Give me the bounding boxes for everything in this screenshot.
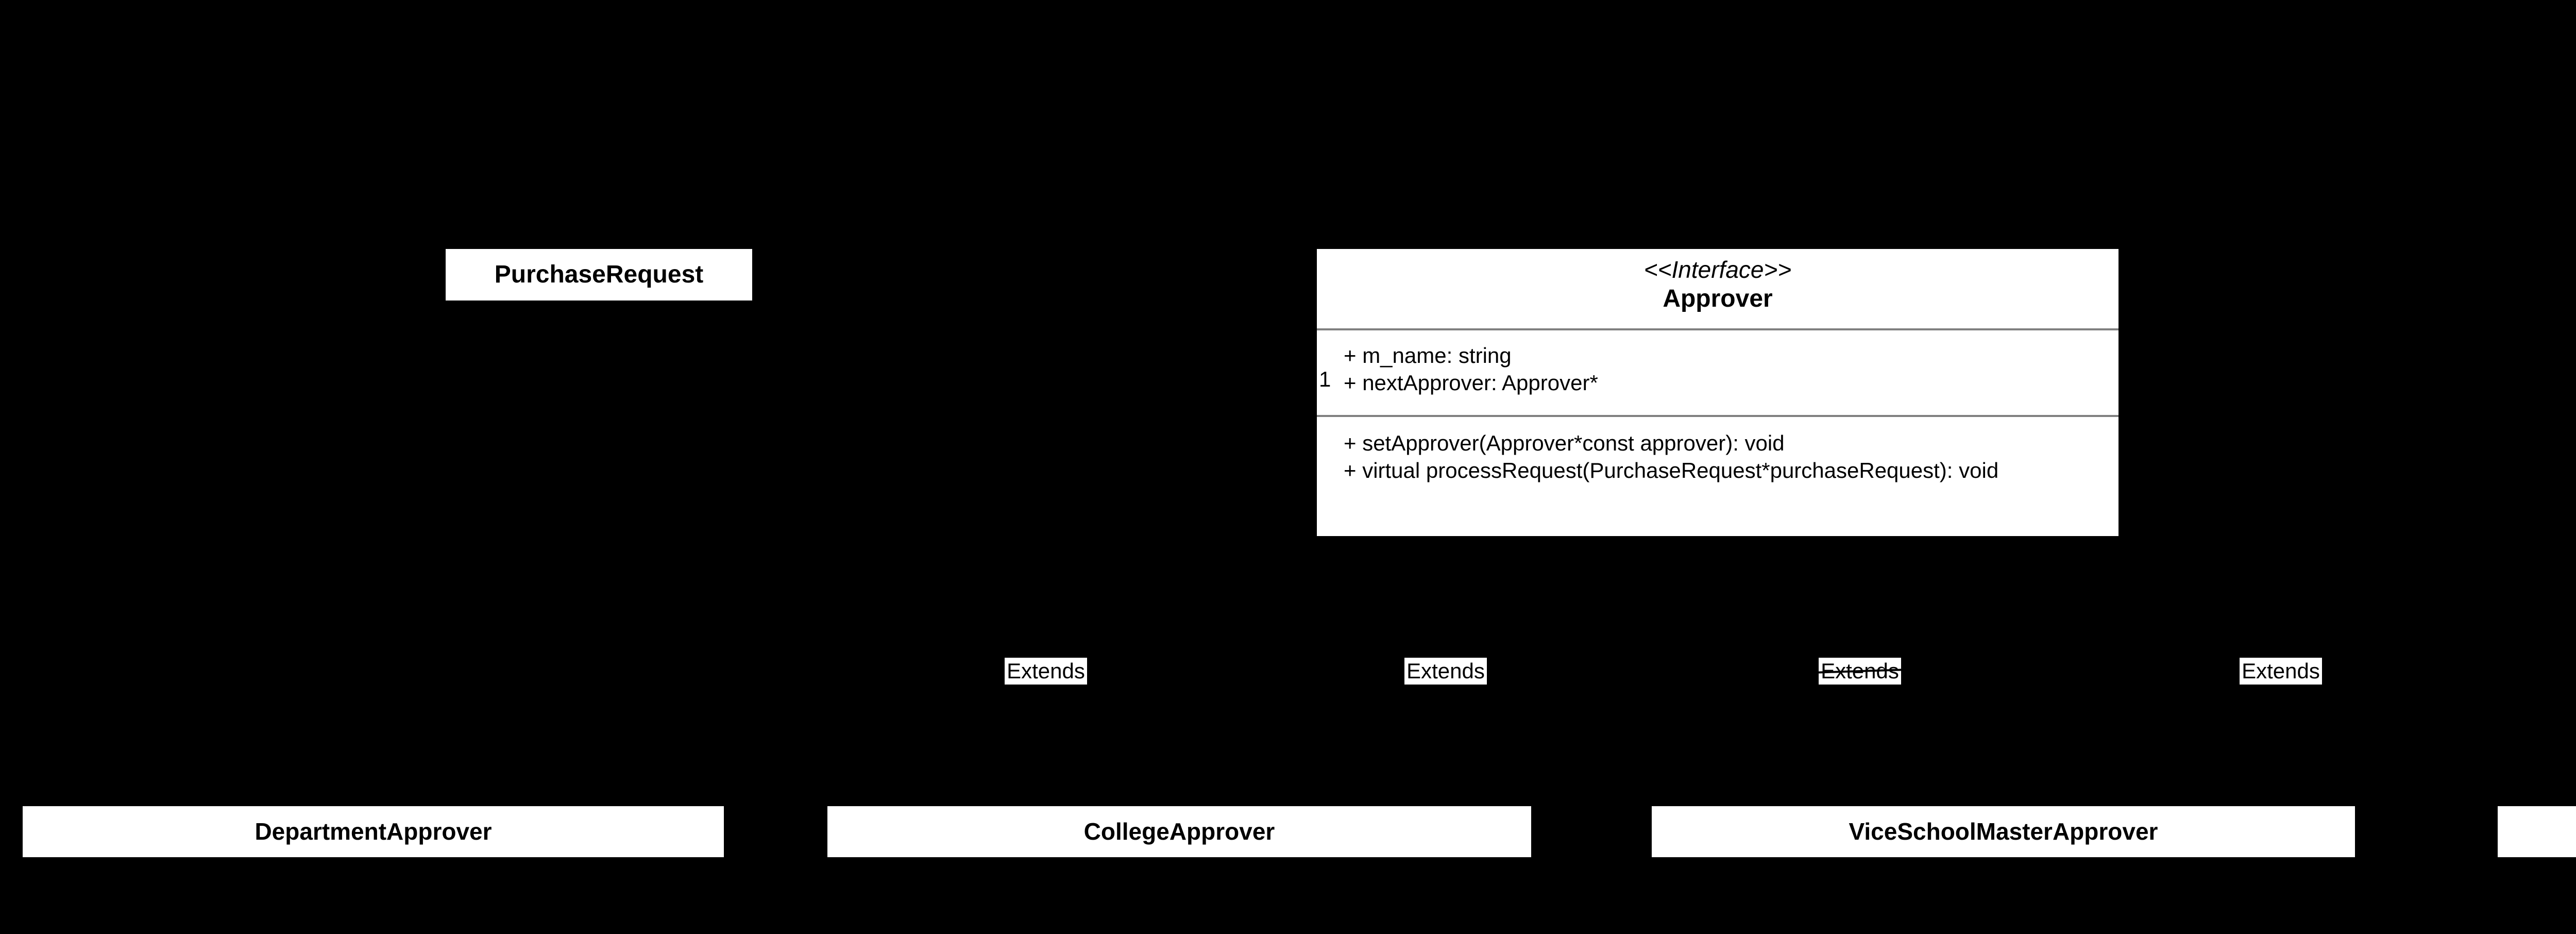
method-line: + virtual processRequest(PurchaseRequest…: [1344, 458, 1999, 482]
extends-label-text: Extends: [1406, 659, 1485, 683]
class-box-purchase-request: PurchaseRequest: [446, 249, 752, 301]
multiplicity-label: 1: [1319, 367, 1331, 391]
class-name-department-approver: DepartmentApprover: [255, 818, 492, 845]
compartment-divider: [1317, 328, 2119, 330]
extends-label: Extends: [1817, 658, 1903, 685]
extends-label-text: Extends: [1007, 659, 1085, 683]
stereotype-label: <<Interface>>: [1643, 256, 1792, 283]
method-line: + setApprover(Approver*const approver): …: [1344, 431, 1785, 455]
class-box-college-approver: CollegeApprover: [827, 806, 1531, 857]
extends-label: Extends: [1404, 658, 1487, 685]
class-box-school-master-approver: SchoolMasterApprover: [2498, 806, 2576, 857]
compartment-divider: [1317, 415, 2119, 417]
interface-name: Approver: [1663, 285, 1773, 312]
class-name-vice-school-master-approver: ViceSchoolMasterApprover: [1849, 818, 2158, 845]
attributes-compartment: + m_name: string + nextApprover: Approve…: [1317, 330, 2119, 415]
extends-label-text: Extends: [2242, 659, 2320, 683]
class-name-purchase-request: PurchaseRequest: [494, 261, 704, 288]
interface-header: <<Interface>> Approver: [1317, 249, 2119, 328]
attribute-line: + nextApprover: Approver*: [1344, 371, 1598, 395]
extends-label: Extends: [2240, 658, 2322, 685]
extends-label: Extends: [1005, 658, 1087, 685]
class-box-vice-school-master-approver: ViceSchoolMasterApprover: [1652, 806, 2355, 857]
interface-box-approver: <<Interface>> Approver + m_name: string …: [1317, 249, 2119, 536]
class-name-college-approver: CollegeApprover: [1083, 818, 1275, 845]
class-name-school-master-approver: SchoolMasterApprover: [2498, 806, 2576, 857]
attribute-line: + m_name: string: [1344, 343, 1512, 368]
methods-compartment: + setApprover(Approver*const approver): …: [1317, 417, 2119, 536]
class-box-department-approver: DepartmentApprover: [23, 806, 724, 857]
